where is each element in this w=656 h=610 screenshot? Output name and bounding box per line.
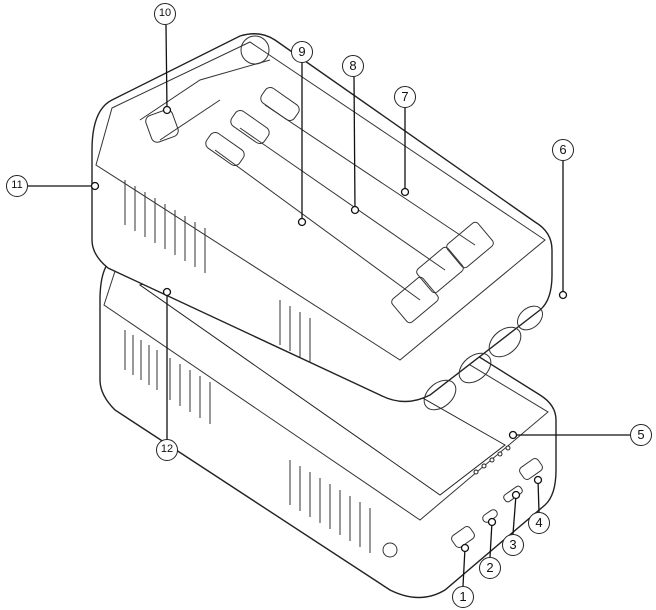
leader-lines — [28, 24, 630, 587]
callout-5: 5 — [630, 424, 652, 446]
lanyard-clip — [139, 35, 271, 143]
callout-9: 9 — [291, 41, 313, 63]
leader-dots — [90, 105, 568, 553]
side-vents-top — [124, 180, 311, 363]
callout-12: 12 — [156, 439, 178, 461]
callout-4: 4 — [528, 512, 550, 534]
callout-8: 8 — [342, 55, 364, 77]
top-unit — [91, 33, 553, 411]
callout-2: 2 — [479, 557, 501, 579]
callout-1: 1 — [452, 586, 474, 608]
callout-3: 3 — [502, 534, 524, 556]
callout-7: 7 — [394, 86, 416, 108]
callout-11: 11 — [6, 175, 28, 197]
built-in-cables — [205, 87, 494, 324]
callout-10: 10 — [154, 3, 176, 25]
indicator-leds — [473, 445, 511, 475]
side-vents-bottom — [124, 330, 371, 553]
callout-6: 6 — [552, 139, 574, 161]
cable-ports — [423, 305, 544, 411]
